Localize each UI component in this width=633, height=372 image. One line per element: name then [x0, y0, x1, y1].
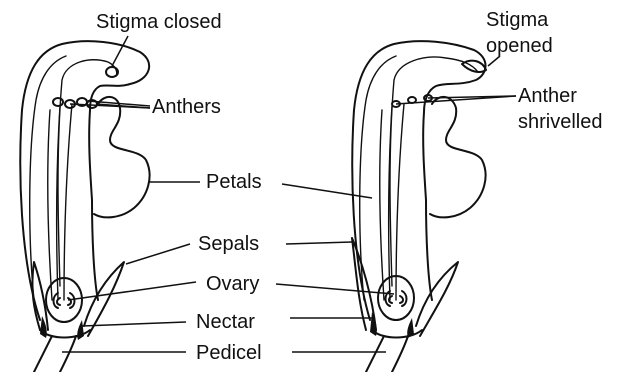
left-petal-lobe [94, 97, 150, 217]
leader-nectar-left [82, 322, 186, 326]
label-anthers: Anthers [152, 96, 221, 118]
right-style [390, 57, 478, 286]
label-ovary: Ovary [206, 273, 259, 295]
leader-stigma-opened [488, 56, 500, 66]
right-petal-lobe [430, 97, 486, 217]
right-stigma [462, 61, 486, 72]
label-anther-shrivelled-line1: Anther [518, 85, 577, 107]
leader-ovary-right [276, 284, 394, 294]
right-receptacle [372, 330, 422, 338]
left-pedicel [34, 336, 76, 372]
right-flower [352, 41, 486, 372]
leader-stigma-closed [112, 36, 128, 66]
right-petal-outline [352, 41, 485, 320]
leader-sepals-right [286, 242, 352, 244]
label-nectar: Nectar [196, 311, 255, 333]
label-sepals: Sepals [198, 233, 259, 255]
label-stigma-closed: Stigma closed [96, 11, 222, 33]
leader-sepals-left [126, 244, 190, 264]
label-stigma-opened-line2: opened [486, 35, 553, 57]
label-petals: Petals [206, 171, 262, 193]
label-anther-shrivelled-line2: shrivelled [518, 111, 602, 133]
leader-ovary-left [68, 282, 196, 300]
leader-petals-right [282, 184, 372, 198]
labels: Stigma closed Anthers Petals Sepals Ovar… [96, 9, 602, 364]
label-pedicel: Pedicel [196, 342, 262, 364]
right-sepal-right [416, 262, 458, 336]
right-pedicel [366, 336, 408, 372]
left-flower [20, 41, 149, 372]
label-stigma-opened-line1: Stigma [486, 9, 549, 31]
